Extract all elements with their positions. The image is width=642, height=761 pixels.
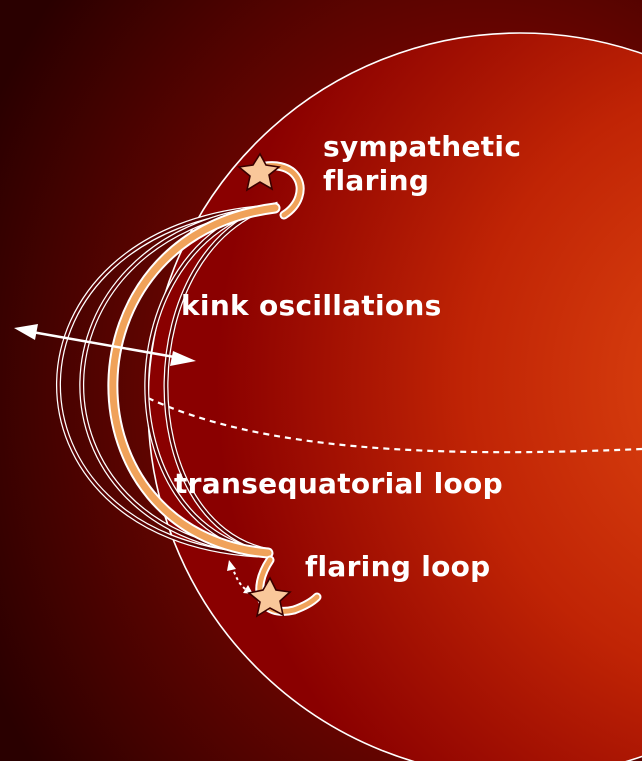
transequatorial-loop-label: transequatorial loop xyxy=(174,467,503,500)
small-double-arrow-icon xyxy=(227,560,253,594)
transequatorial-loop-shape xyxy=(107,202,281,559)
kink-oscillations-label: kink oscillations xyxy=(181,289,442,322)
flare-star-icon xyxy=(247,576,292,618)
flaring-loop-label: flaring loop xyxy=(305,550,491,583)
oscillating-loop-positions xyxy=(56,201,279,558)
sympathetic-flaring-label: sympathetic flaring xyxy=(323,130,522,197)
kink-oscillation-arrow xyxy=(14,324,196,366)
sympathetic-flare-star-icon xyxy=(237,152,281,192)
flaring-loop-shape xyxy=(255,555,322,616)
